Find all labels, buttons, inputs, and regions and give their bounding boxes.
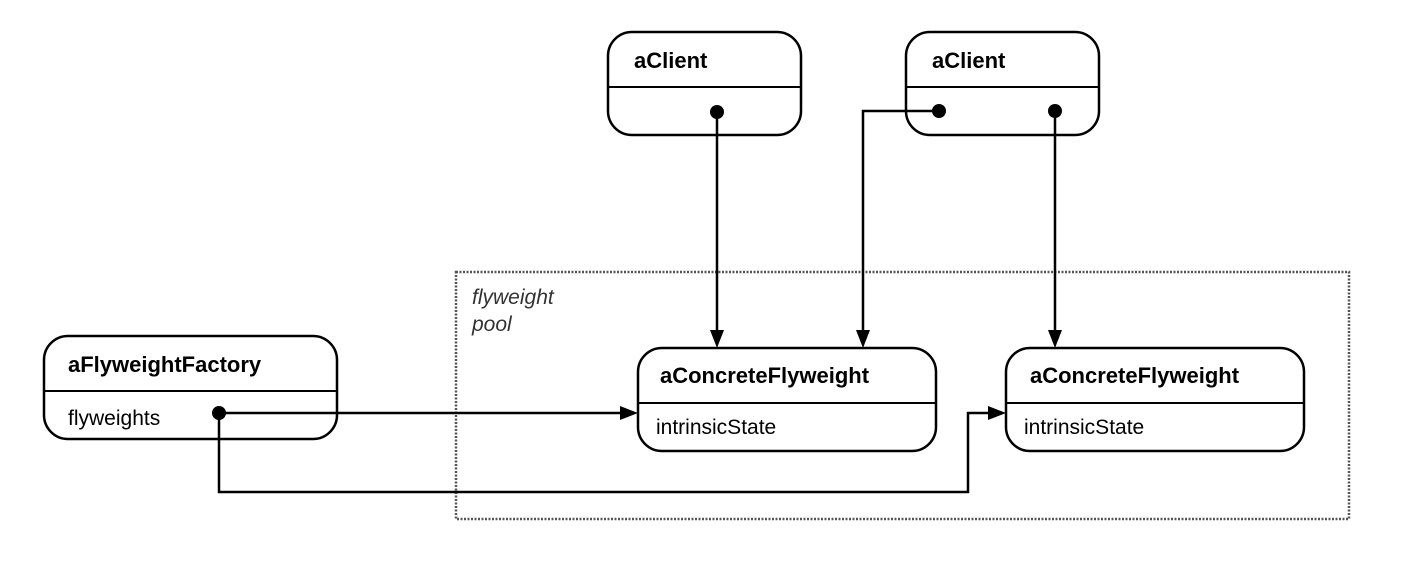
flyweight-1-attribute: intrinsicState (656, 416, 776, 439)
flyweight-1-name: aConcreteFlyweight (660, 363, 870, 388)
arrow-head (620, 406, 638, 420)
reference-client2-to-flyweight2 (1048, 104, 1062, 348)
pool-boundary (454, 270, 1351, 521)
client-object-2: aClient (904, 30, 1101, 137)
client-object-1: aClient (606, 30, 803, 137)
arrow-head (1048, 330, 1062, 348)
reference-line (861, 109, 939, 330)
factory-attribute: flyweights (68, 407, 160, 430)
concrete-flyweight-1: aConcreteFlyweight intrinsicState (636, 346, 938, 453)
arrow-head (988, 406, 1006, 420)
flyweight-2-box (1004, 346, 1306, 453)
arrow-head (710, 330, 724, 348)
flyweight-1-box (636, 346, 938, 453)
reference-client1-to-flyweight1 (710, 105, 724, 348)
factory-name: aFlyweightFactory (68, 352, 262, 377)
reference-factory-to-flyweight2 (217, 406, 1006, 494)
factory-object: aFlyweightFactory flyweights (42, 334, 339, 441)
client-1-box (606, 30, 803, 137)
pool-label-line2: pool (471, 313, 513, 336)
client-2-name: aClient (932, 48, 1006, 73)
flyweight-2-attribute: intrinsicState (1024, 416, 1144, 439)
flyweight-2-name: aConcreteFlyweight (1030, 363, 1240, 388)
reference-client2-to-flyweight1 (856, 104, 946, 348)
concrete-flyweight-2: aConcreteFlyweight intrinsicState (1004, 346, 1306, 453)
arrow-head (856, 330, 870, 348)
pool-label-line1: flyweight (472, 286, 555, 309)
flyweight-pool: flyweight pool (454, 270, 1351, 521)
reference-line (217, 411, 988, 494)
reference-factory-to-flyweight1 (212, 406, 638, 420)
client-1-name: aClient (634, 48, 708, 73)
